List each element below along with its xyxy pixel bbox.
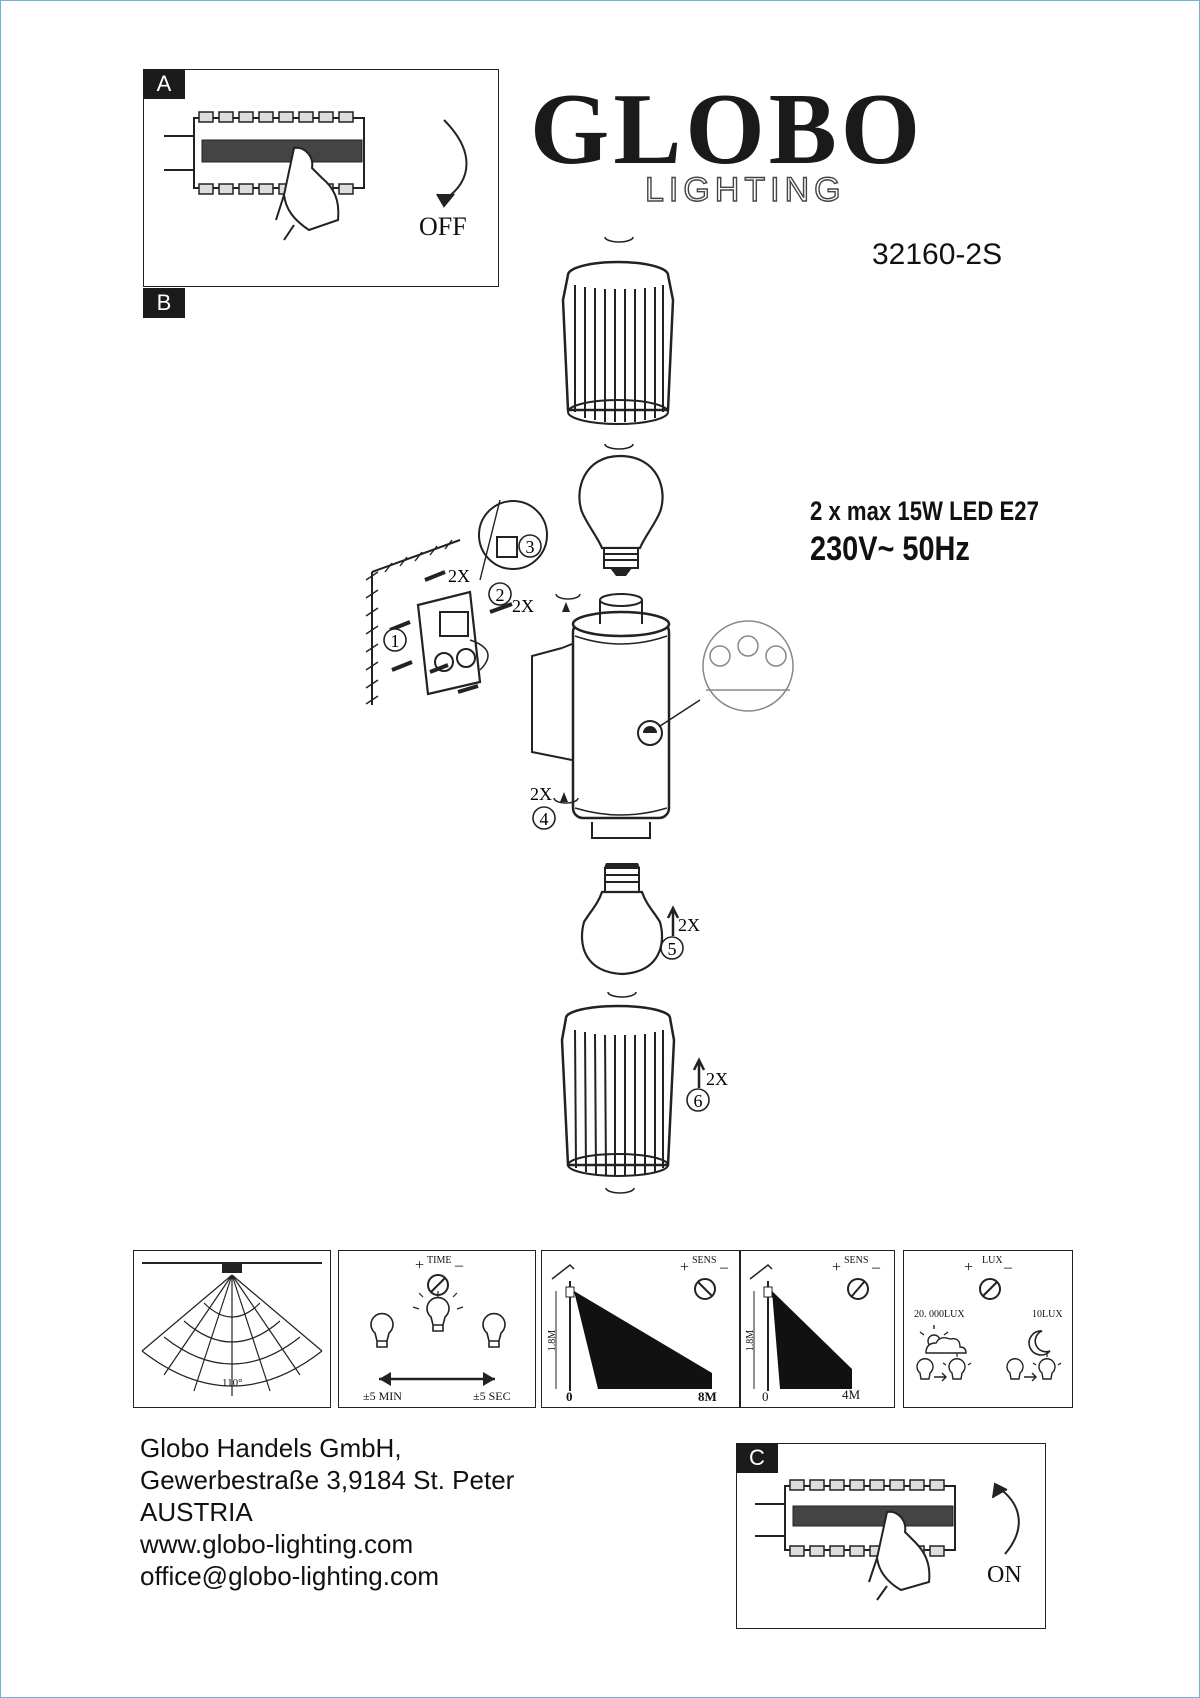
brand-sub: LIGHTING <box>644 171 846 209</box>
panel-sensitivity: + SENS – 1.8M 0 8M + SENS – 1.8M 0 4M <box>541 1250 895 1408</box>
sens2-plus: + <box>832 1259 842 1276</box>
email-link[interactable]: office@globo-lighting.com <box>140 1561 440 1591</box>
step-a-panel: OFF <box>143 69 499 287</box>
bulb-on-icon <box>426 1296 450 1332</box>
spec-bulbs: 2 x max 15W LED E27 <box>810 496 1039 526</box>
qty-screw-4: 2X <box>530 784 552 804</box>
lux-label: LUX <box>982 1255 1003 1266</box>
callout-3: 3 <box>526 537 535 557</box>
bulb-on-icon <box>948 1358 966 1380</box>
top-shade <box>561 260 675 425</box>
on-label: ON <box>987 1562 1022 1588</box>
sens2-height: 1.8M <box>745 1329 757 1352</box>
sens2-start: 0 <box>762 1389 769 1404</box>
breaker-off-illustration <box>164 111 468 241</box>
arrow-up-icon <box>666 905 680 936</box>
lux-high: 20. 000LUX <box>914 1309 965 1320</box>
angle-label: 110° <box>222 1377 243 1389</box>
top-bulb <box>578 454 664 576</box>
callout-4: 4 <box>540 809 549 829</box>
country: AUSTRIA <box>140 1497 253 1527</box>
bulb-icon <box>1006 1358 1024 1380</box>
rotate-icon <box>604 236 634 243</box>
bulb-icon <box>370 1312 394 1348</box>
callout-2: 2 <box>496 585 505 605</box>
assembly-diagram: 1 2 3 4 5 6 2X 2X 2X 2X 2X <box>365 236 794 1194</box>
arrow-up-icon <box>692 1057 706 1088</box>
lux-low: 10LUX <box>1032 1309 1063 1320</box>
sens2-label: SENS <box>844 1255 869 1266</box>
sun-cloud-icon <box>919 1325 967 1354</box>
lux-minus: – <box>1004 1259 1012 1276</box>
qty-screws: 2X <box>448 566 470 586</box>
street-address: Gewerbestraße 3,9184 St. Peter <box>140 1465 515 1495</box>
model-number: 32160-2S <box>872 238 1003 271</box>
qty-bulb: 2X <box>678 915 700 935</box>
off-label: OFF <box>419 212 467 241</box>
qty-wall-screws: 2X <box>512 596 534 616</box>
bottom-bulb <box>580 863 664 976</box>
time-plus: + <box>415 1257 425 1274</box>
sens2-end: 4M <box>842 1387 861 1402</box>
time-label: TIME <box>427 1255 452 1266</box>
panel-divider <box>739 1251 741 1407</box>
breaker-on-illustration <box>755 1479 1020 1601</box>
sens1-end: 8M <box>698 1389 717 1404</box>
wall-mount <box>365 539 513 705</box>
step-c-panel: ON <box>736 1443 1046 1629</box>
bulb-icon <box>482 1312 506 1348</box>
time-min-label: ±5 MIN <box>363 1389 402 1403</box>
bulb-icon <box>916 1358 934 1380</box>
sens1-label: SENS <box>692 1255 717 1266</box>
panel-lux: + LUX – 20. 000LUX 10LUX <box>903 1250 1073 1408</box>
step-c-tag: C <box>736 1443 778 1473</box>
sensor-detail <box>702 620 794 712</box>
sens1-height: 1.8M <box>547 1329 559 1352</box>
step-a-tag: A <box>143 69 185 99</box>
company-name: Globo Handels GmbH, <box>140 1433 402 1463</box>
callout-6: 6 <box>694 1091 703 1111</box>
callout-5: 5 <box>668 939 677 959</box>
panel-detection-angle: 110° <box>133 1250 331 1408</box>
time-sec-label: ±5 SEC <box>473 1389 511 1403</box>
detection-zone-8m <box>574 1291 712 1389</box>
lamp-body <box>531 593 701 839</box>
qty-shade: 2X <box>706 1069 728 1089</box>
bulb-on-icon <box>1038 1358 1056 1380</box>
detection-zone-4m <box>772 1291 852 1389</box>
spec-voltage: 230V~ 50Hz <box>810 530 970 568</box>
bottom-shade <box>560 1004 676 1177</box>
moon-icon <box>1028 1330 1051 1356</box>
lux-plus: + <box>964 1259 974 1276</box>
time-minus: – <box>455 1257 463 1274</box>
callout-1: 1 <box>391 631 400 651</box>
step-b-tag: B <box>143 288 185 318</box>
sens1-minus: – <box>720 1259 728 1276</box>
sens1-plus: + <box>680 1259 690 1276</box>
address-block: Globo Handels GmbH, Gewerbestraße 3,9184… <box>140 1432 514 1592</box>
sens2-minus: – <box>872 1259 880 1276</box>
sens1-start: 0 <box>566 1389 573 1404</box>
panel-time: + TIME – ±5 MIN ±5 SEC <box>338 1250 536 1408</box>
brand-logo: GLOBO <box>530 73 925 186</box>
website-link[interactable]: www.globo-lighting.com <box>140 1529 414 1559</box>
